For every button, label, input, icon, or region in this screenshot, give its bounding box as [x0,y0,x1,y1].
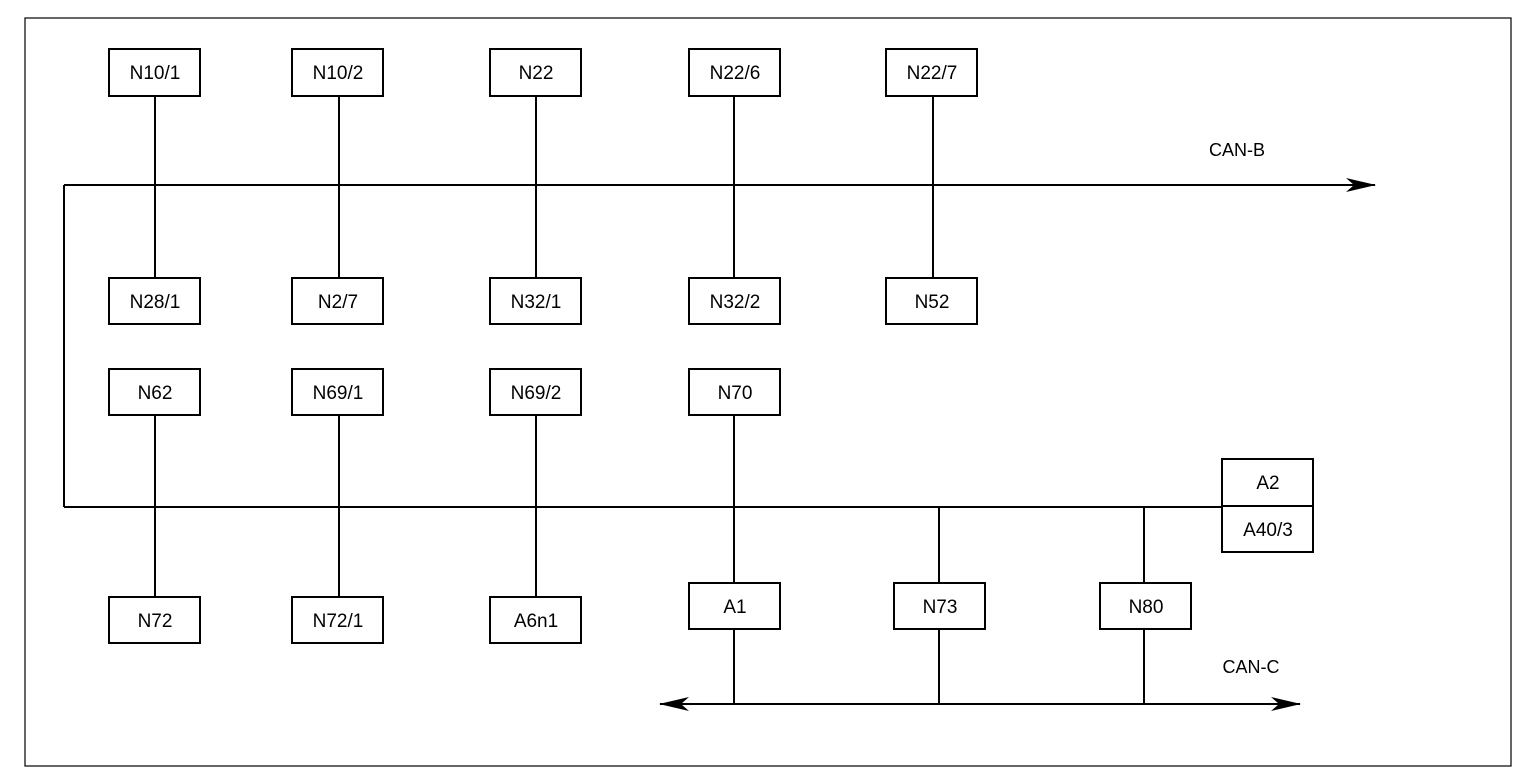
module-n69-1: N69/1 [291,368,384,416]
module-n32-2: N32/2 [688,277,781,325]
module-a6n1: A6n1 [489,596,582,644]
module-a1: A1 [688,582,781,630]
module-n72: N72 [108,596,201,644]
module-n22-7: N22/7 [885,48,978,97]
module-n70: N70 [688,368,781,416]
module-n32-1: N32/1 [489,277,582,325]
module-n73-label: N73 [923,597,958,618]
module-a2: A2 [1221,458,1314,507]
module-n28-1: N28/1 [108,277,201,325]
module-n69-1-label: N69/1 [313,383,364,404]
module-n72-label: N72 [138,611,173,632]
module-n32-1-label: N32/1 [511,292,562,313]
module-a6n1-label: A6n1 [514,611,558,632]
module-n80-label: N80 [1129,597,1164,618]
module-n2-7-label: N2/7 [318,292,358,313]
module-n22-7-label: N22/7 [907,63,958,84]
module-a40-3: A40/3 [1221,505,1314,553]
module-a40-3-label: A40/3 [1243,520,1293,541]
module-n69-2-label: N69/2 [511,383,562,404]
module-n70-label: N70 [718,383,753,404]
module-n22: N22 [489,48,582,97]
module-n28-1-label: N28/1 [130,292,181,313]
module-n73: N73 [893,582,986,630]
module-n52: N52 [885,277,978,325]
diagram-frame [24,17,1512,767]
module-n52-label: N52 [915,292,950,313]
module-n22-label: N22 [519,63,554,84]
module-a1-label: A1 [723,597,746,618]
module-n32-2-label: N32/2 [710,292,761,313]
module-n69-2: N69/2 [489,368,582,416]
can-c-label: CAN-C [1223,657,1280,677]
module-n72-1: N72/1 [291,596,384,644]
module-n10-1: N10/1 [108,48,201,97]
module-n10-2-label: N10/2 [313,63,364,84]
can-b-label: CAN-B [1209,140,1265,160]
module-n10-2: N10/2 [291,48,384,97]
module-n80: N80 [1099,582,1192,630]
module-n72-1-label: N72/1 [313,611,364,632]
module-a2-label: A2 [1256,473,1279,494]
module-n62-label: N62 [138,383,173,404]
module-n22-6: N22/6 [688,48,781,97]
module-n2-7: N2/7 [291,277,384,325]
module-n62: N62 [108,368,201,416]
module-n10-1-label: N10/1 [130,63,181,84]
module-n22-6-label: N22/6 [710,63,761,84]
